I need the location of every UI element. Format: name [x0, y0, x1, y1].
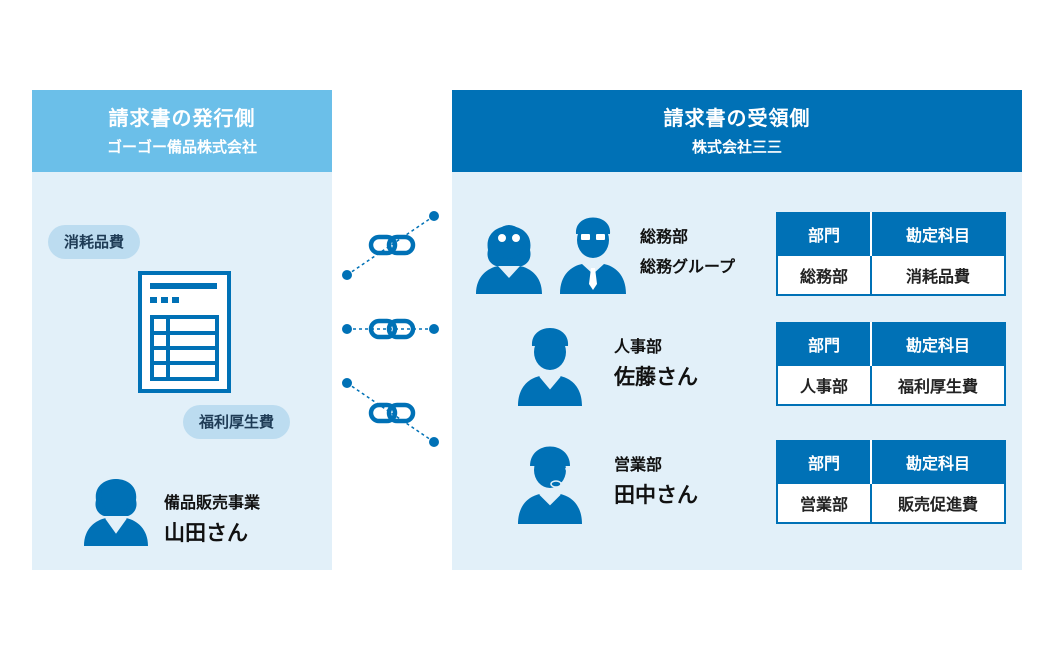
- receiver-company: 株式会社三三: [691, 138, 782, 156]
- receiver-title: 請求書の受領側: [663, 106, 811, 130]
- account-table-general-affairs: 部門 勘定科目 総務部 消耗品費: [776, 212, 1006, 296]
- header-account: 勘定科目: [870, 323, 1005, 365]
- header-account: 勘定科目: [870, 213, 1005, 255]
- male-person-icon: [518, 328, 582, 406]
- connector-middle: [342, 321, 439, 337]
- header-dept: 部門: [777, 323, 871, 365]
- header-account: 勘定科目: [870, 441, 1005, 483]
- cell-dept: 営業部: [777, 482, 871, 523]
- group1-line1: 総務部: [640, 227, 689, 246]
- issuer-department: 備品販売事業: [164, 493, 261, 512]
- group1-line2: 総務グループ: [640, 257, 736, 276]
- issuer-person-name: 山田さん: [164, 521, 248, 545]
- group3-line2: 田中さん: [614, 483, 698, 507]
- cell-dept: 総務部: [777, 254, 871, 295]
- group2-line1: 人事部: [614, 337, 663, 356]
- female-glasses-person-icon: [476, 225, 542, 294]
- issuer-title: 請求書の発行側: [108, 106, 256, 130]
- cell-account: 消耗品費: [870, 254, 1005, 295]
- expense-tag-welfare: 福利厚生費: [183, 405, 291, 439]
- connector-bottom: [342, 378, 439, 447]
- cell-account: 販売促進費: [870, 482, 1005, 523]
- connector-links: [342, 211, 439, 447]
- cell-account: 福利厚生費: [870, 364, 1005, 405]
- expense-tag-consumables: 消耗品費: [48, 225, 141, 259]
- account-table-sales: 部門 勘定科目 営業部 販売促進費: [776, 440, 1006, 524]
- issuer-panel: 請求書の発行側 ゴーゴー備品株式会社: [32, 90, 332, 570]
- account-table-hr: 部門 勘定科目 人事部 福利厚生費: [776, 322, 1006, 406]
- header-dept: 部門: [777, 213, 871, 255]
- group3-line1: 営業部: [614, 455, 663, 474]
- connector-top: [342, 211, 439, 280]
- receiver-header: 請求書の受領側 株式会社三三: [452, 90, 1022, 172]
- group2-line2: 佐藤さん: [614, 365, 698, 389]
- invoice-document-icon: [138, 271, 231, 393]
- male-glasses-person-icon: [560, 217, 626, 294]
- cell-dept: 人事部: [777, 364, 871, 405]
- header-dept: 部門: [777, 441, 871, 483]
- issuer-company: ゴーゴー備品株式会社: [106, 138, 257, 156]
- female-person-icon: [84, 479, 148, 546]
- issuer-header: 請求書の発行側 ゴーゴー備品株式会社: [32, 90, 332, 172]
- headset-person-icon: [518, 446, 582, 524]
